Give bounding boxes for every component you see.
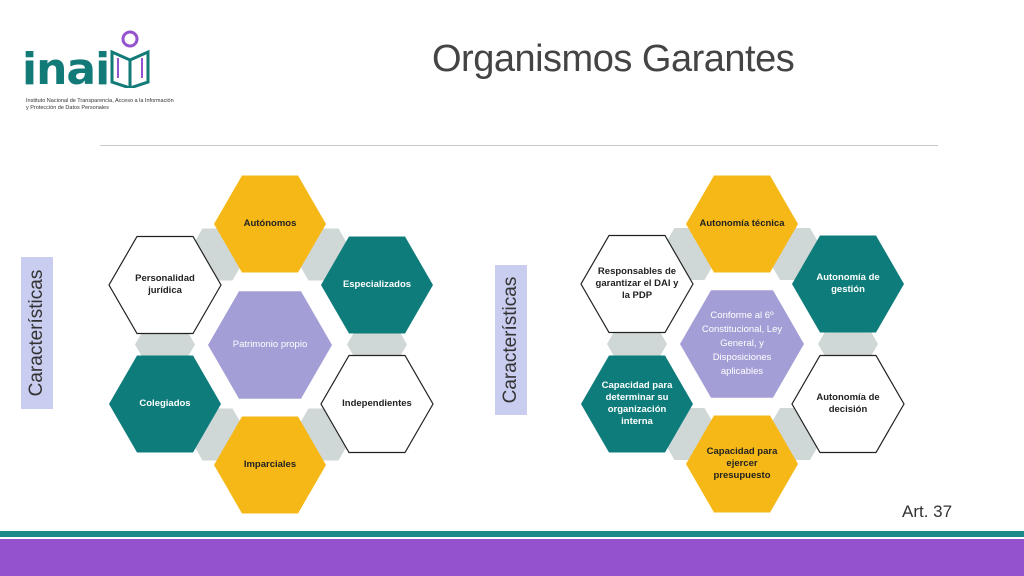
logo-wordmark: inai [22, 44, 110, 95]
hexagon-label-right-4: Capacidad para determinar su organizació… [601, 380, 673, 427]
hexagon-right-3 [686, 415, 798, 513]
hexagon-label-left-5: Personalidad jurídica [135, 273, 195, 296]
hexagon-right-5 [580, 234, 694, 334]
hexagon-left-3 [214, 416, 326, 514]
hexagon-right-0 [686, 175, 798, 273]
hexagon-label-left-3: Imparciales [243, 459, 297, 470]
hexagon-left-1 [321, 236, 433, 334]
hexagon-left-2 [320, 354, 434, 454]
hexagon-left-4 [109, 355, 221, 453]
hexagon-label-right-1: Autonomía de gestión [816, 272, 880, 295]
hexagon-left-0 [214, 175, 326, 273]
hexagon-right-2 [791, 354, 905, 454]
hexagon-label-right-2: Autonomía de decisión [816, 392, 880, 415]
article-reference: Art. 37 [902, 502, 953, 521]
person-book-icon [110, 30, 150, 88]
inai-logo: inai Instituto Nacional de Transparencia… [22, 30, 174, 115]
hexagon-label-left-0: Autónomos [243, 218, 297, 229]
logo-subtitle: Instituto Nacional de Transparencia, Acc… [26, 98, 174, 111]
hexagon-left-5 [108, 235, 222, 335]
hexagon-label-right-5: Responsables de garantizar el DAI y la P… [595, 266, 679, 301]
center-hexagon-left [208, 291, 332, 399]
center-hexagon-label-right: Conforme al 6º Constitucional, Ley Gener… [701, 310, 783, 377]
hexagon-label-right-3: Capacidad para ejercer presupuesto [706, 446, 778, 481]
hexagon-label-right-0: Autonomía técnica [699, 218, 785, 229]
hexagon-label-left-2: Independientes [342, 398, 412, 409]
center-hexagon-label-left: Patrimonio propio [232, 339, 308, 350]
hexagon-label-left-4: Colegiados [139, 398, 191, 409]
hexagon-right-4 [581, 355, 693, 453]
side-label-left: Características [21, 257, 53, 409]
page-title: Organismos Garantes [432, 38, 795, 80]
footer-teal-stripe [0, 531, 1024, 537]
hexagon-right-1 [792, 235, 904, 333]
side-label-right: Características [495, 265, 527, 415]
footer-purple-band [0, 539, 1024, 576]
hexagon-label-left-1: Especializados [342, 279, 412, 290]
center-hexagon-right [680, 290, 804, 398]
title-divider [100, 145, 938, 146]
